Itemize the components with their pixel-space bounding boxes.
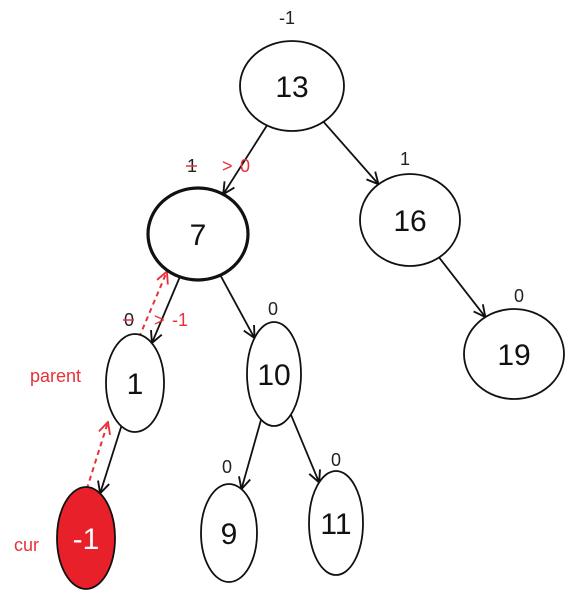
tree-node-11: 11 xyxy=(308,470,364,576)
parent-pointer-nm1-n1 xyxy=(85,422,108,490)
node-circle xyxy=(246,321,302,427)
tree-node--1: -1 xyxy=(56,486,116,590)
balance-factor-13: -1 xyxy=(279,8,295,28)
parent-label: parent xyxy=(30,366,81,386)
change-arrow: > xyxy=(154,310,165,330)
cur-label: cur xyxy=(14,535,39,555)
node-value: 1 xyxy=(127,368,144,401)
node-value: -1 xyxy=(73,523,100,556)
balance-factor-10: 0 xyxy=(268,299,278,319)
parent-pointer-n1-n7 xyxy=(138,271,167,339)
tree-node-1: 1 xyxy=(105,333,165,433)
balance-factor-16: 1 xyxy=(400,149,410,169)
edge-n10-n9 xyxy=(241,419,262,489)
parent-pointers xyxy=(85,271,167,490)
tree-edges xyxy=(100,121,485,494)
node-circle xyxy=(359,173,461,267)
node-circle xyxy=(105,333,165,433)
balance-factor-new-7: 0 xyxy=(240,156,250,176)
node-value: 7 xyxy=(190,219,207,252)
tree-node-13: 13 xyxy=(239,40,345,132)
balance-factor-9: 0 xyxy=(222,457,232,477)
tree-node-10: 10 xyxy=(246,321,302,427)
node-value: 11 xyxy=(320,508,351,541)
node-circle xyxy=(146,186,250,282)
balance-factor-19: 0 xyxy=(514,286,524,306)
edge-n7-n10 xyxy=(219,274,254,338)
balance-factors: -1 1 >0 10 0 > -1 0 0 0 xyxy=(123,8,524,477)
node-value: 19 xyxy=(497,339,530,372)
node-circle xyxy=(200,483,258,583)
edge-n16-n19 xyxy=(438,256,485,317)
edge-n13-n7 xyxy=(223,124,268,194)
node-circle xyxy=(308,470,364,576)
tree-node-19: 19 xyxy=(463,308,565,400)
balance-factor-11: 0 xyxy=(331,450,341,470)
node-circle xyxy=(463,308,565,400)
node-circle xyxy=(239,40,345,132)
tree-node-16: 16 xyxy=(359,173,461,267)
edge-n13-n16 xyxy=(322,121,379,184)
node-value: 10 xyxy=(257,359,290,392)
tree-node-7: 7 xyxy=(146,186,250,282)
node-value: 13 xyxy=(275,71,308,104)
edge-n7-n1 xyxy=(152,276,181,343)
node-value: 16 xyxy=(393,205,426,238)
node-value: 9 xyxy=(221,518,238,551)
edge-n1-nm1 xyxy=(100,425,123,493)
tree-node-9: 9 xyxy=(200,483,258,583)
balance-factor-new-1: -1 xyxy=(172,310,188,330)
node-circle xyxy=(56,486,116,590)
edge-n10-n11 xyxy=(290,414,319,483)
change-arrow: > xyxy=(222,156,233,176)
